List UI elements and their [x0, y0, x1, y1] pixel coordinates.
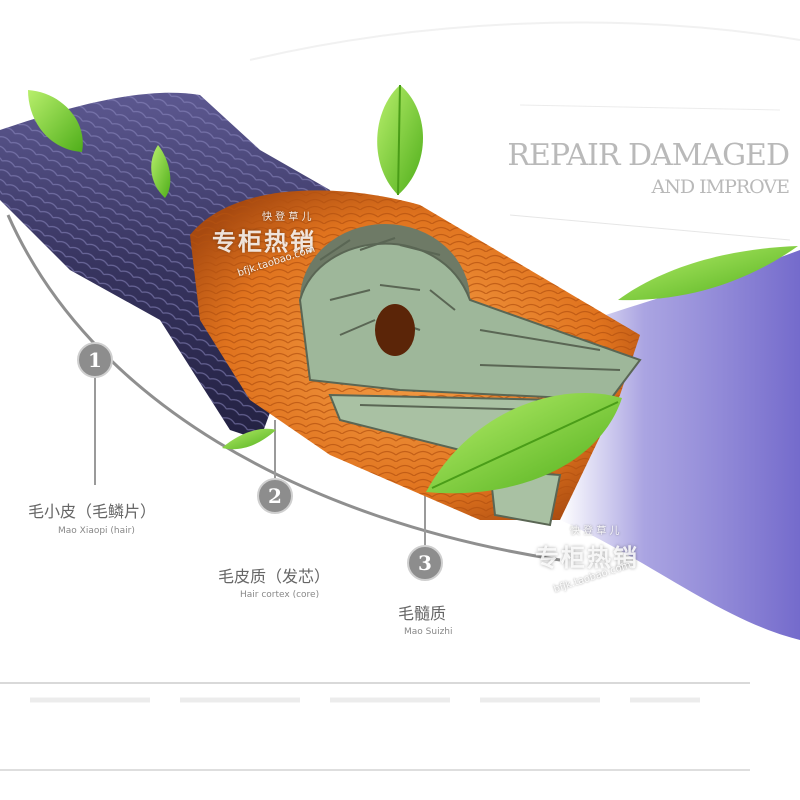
leaf	[28, 90, 83, 152]
leaf-vein	[431, 401, 619, 489]
background-streak	[249, 21, 800, 61]
watermark-main: 专柜热销	[535, 544, 639, 572]
watermark-main: 专柜热销	[212, 228, 316, 256]
medulla-layer	[298, 224, 642, 527]
background-streak	[519, 104, 781, 111]
leaf	[222, 428, 276, 450]
layer-3-label-en: Mao Suizhi	[404, 627, 453, 637]
watermark-top: 快 登 草 儿	[262, 212, 312, 223]
layer-1-badge: 1	[77, 342, 113, 378]
background-streak	[509, 214, 791, 241]
layer-2-label-cn: 毛皮质（发芯）	[218, 567, 331, 586]
watermark-top: 快 登 草 儿	[570, 526, 620, 537]
layer-3-label-cn: 毛髓质	[398, 604, 447, 623]
leaf	[618, 246, 798, 301]
layer-3-badge: 3	[407, 545, 443, 581]
layer-1-label-en: Mao Xiaopi (hair)	[58, 526, 135, 536]
guide-curve	[6, 214, 561, 562]
layer-2-badge: 2	[257, 478, 293, 514]
headline-subtitle: AND IMPROVE	[651, 176, 790, 198]
layer-2-label-en: Hair cortex (core)	[240, 590, 320, 600]
headline-title: REPAIR DAMAGED	[507, 138, 790, 173]
leaf-vein	[397, 84, 401, 196]
leaf	[377, 85, 423, 195]
layer-1-label-cn: 毛小皮（毛鳞片）	[28, 502, 157, 521]
leaf	[151, 145, 171, 198]
